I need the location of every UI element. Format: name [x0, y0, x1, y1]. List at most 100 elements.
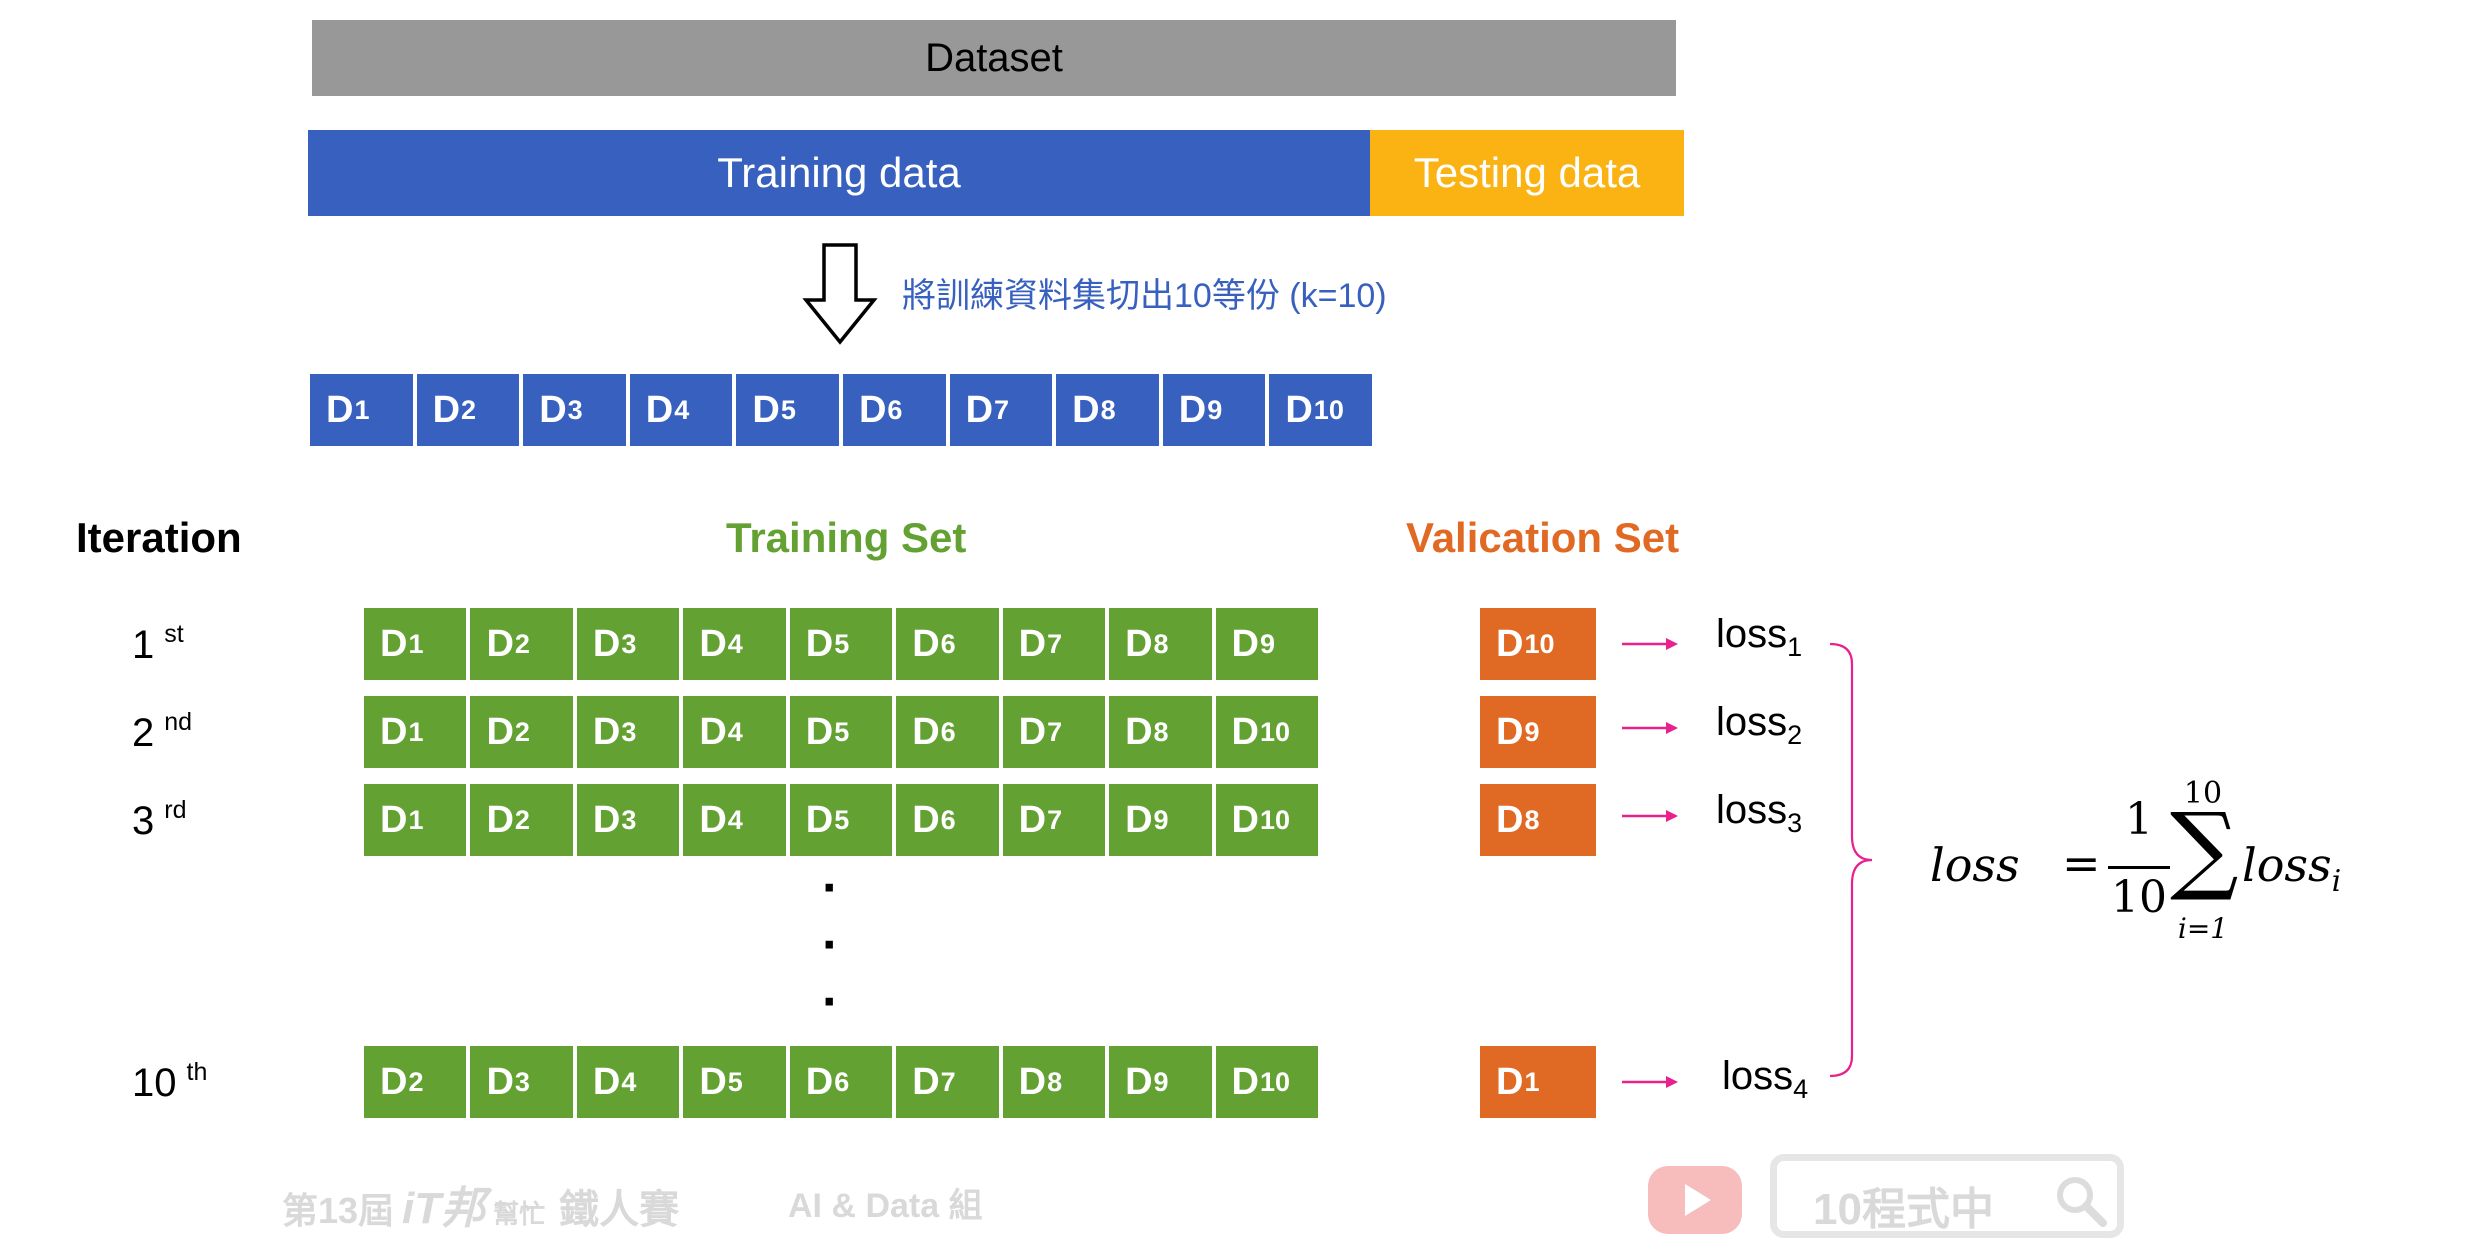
fold-letter: D [486, 622, 514, 665]
fold-letter: D [912, 622, 940, 665]
curly-brace [1829, 642, 1873, 1078]
fold-letter: D [1018, 622, 1047, 665]
fold-letter: D [592, 1060, 621, 1103]
iteration-suffix: nd [164, 708, 193, 736]
fold-subscript: 10 [1313, 394, 1344, 425]
fold-subscript: 4 [727, 804, 743, 835]
arrow-right-icon [1622, 1076, 1678, 1088]
fold-letter: D [1018, 710, 1047, 753]
fold-subscript: 7 [940, 1066, 956, 1097]
fold-letter: D [592, 710, 621, 753]
dataset-bar: Dataset [312, 20, 1676, 96]
fold-letter: D [858, 388, 887, 431]
event-watermark: 第13屆 iT邦 幫忙 鐵人賽 [282, 1172, 679, 1236]
fold-subscript: 10 [1259, 716, 1290, 747]
track-watermark: AI & Data 組 [788, 1187, 983, 1225]
fold-letter: D [699, 710, 727, 753]
fold-subscript: 2 [408, 1066, 424, 1097]
fold-letter: D [380, 1060, 408, 1103]
iteration-number: 10 [132, 1061, 177, 1105]
loss-label: loss4 [1722, 1054, 1808, 1105]
fold-subscript: 7 [1047, 804, 1063, 835]
fold-subscript: 9 [1259, 628, 1275, 659]
loss-label: loss3 [1716, 788, 1802, 839]
ellipsis-dot: · [822, 916, 840, 974]
event-prefix: 第13屆 [282, 1190, 395, 1231]
fold-subscript: 4 [727, 628, 743, 659]
fold-letter: D [486, 710, 514, 753]
fold-subscript: 9 [1207, 394, 1223, 425]
testing-data-bar: Testing data [1370, 130, 1684, 216]
formula-term: lossi [2242, 838, 2341, 899]
fold-subscript: 10 [1259, 804, 1290, 835]
loss-text: loss [1722, 1054, 1794, 1098]
fold-subscript: 8 [1524, 804, 1540, 835]
fold-subscript: 10 [1524, 628, 1555, 659]
fold-subscript: 1 [1524, 1066, 1540, 1097]
fold-subscript: 2 [514, 716, 530, 747]
fold-letter: D [699, 1060, 727, 1103]
fraction-bar [2108, 866, 2170, 869]
fold-letter: D [1285, 388, 1313, 431]
validation-set-header: Valication Set [1406, 514, 1680, 561]
fold-letter: D [805, 710, 834, 753]
fold-subscript: 3 [621, 628, 637, 659]
fold-subscript: 5 [834, 716, 850, 747]
fold-letter: D [1018, 798, 1047, 841]
dataset-label: Dataset [925, 35, 1063, 80]
fold-letter: D [912, 1060, 940, 1103]
sum-symbol: ∑ [2170, 792, 2239, 904]
fold-letter: D [1231, 798, 1259, 841]
fold-subscript: 5 [780, 394, 796, 425]
fold-subscript: 1 [408, 804, 424, 835]
fold-letter: D [1018, 1060, 1047, 1103]
loss-text: loss [1716, 700, 1788, 744]
formula-term-subscript: i [2331, 864, 2342, 899]
ellipsis-dot: · [822, 859, 840, 917]
fold-letter: D [1125, 1060, 1153, 1103]
fold-letter: D [1125, 798, 1153, 841]
fold-subscript: 2 [514, 628, 530, 659]
loss-subscript: 4 [1793, 1074, 1809, 1104]
ellipsis-dot: · [822, 973, 840, 1031]
loss-label: loss1 [1716, 612, 1802, 663]
fold-subscript: 9 [1153, 804, 1169, 835]
fold-letter: D [486, 1060, 514, 1103]
fold-subscript: 4 [674, 394, 690, 425]
training-set-header: Training Set [726, 514, 967, 561]
arrow-right-icon [1622, 810, 1678, 822]
fold-letter: D [326, 388, 354, 431]
fold-letter: D [380, 622, 408, 665]
loss-text: loss [1716, 788, 1788, 832]
fold-subscript: 3 [514, 1066, 530, 1097]
fold-letter: D [1231, 622, 1259, 665]
loss-formula: loss = 1 10 10 ∑ i=1 lossi [1930, 776, 2350, 956]
